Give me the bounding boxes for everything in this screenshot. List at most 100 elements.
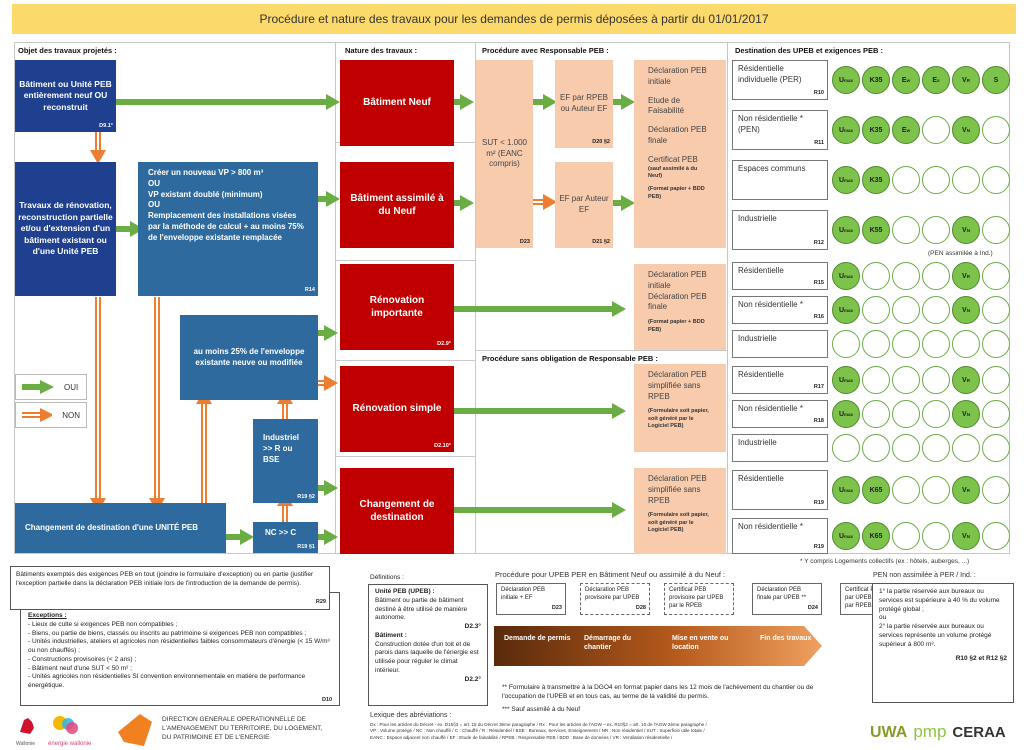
- nature-changement-destination: Changement de destination: [340, 468, 454, 554]
- dgo-text: DIRECTION GENERALE OPERATIONNELLE DE L'A…: [162, 716, 323, 741]
- section-destination-label: Destination des UPEB et exigences PEB :: [735, 46, 883, 55]
- arrow-non: [533, 194, 557, 210]
- arrow-non: [196, 390, 212, 503]
- per-step-text: Déclaration PEB finale par UPEB **: [757, 587, 807, 601]
- ref-label: D23: [551, 604, 562, 611]
- destination-label: Résidentielle: [738, 370, 784, 379]
- requirement-k55: K55: [862, 216, 890, 244]
- box-enveloppe-25: au moins 25% de l'enveloppe existante ne…: [180, 315, 318, 400]
- per-procedure-title: Procédure pour UPEB PER en Bâtiment Neuf…: [495, 570, 726, 579]
- doc-note: (sauf assimilé à du Neuf): [648, 165, 698, 179]
- requirement-empty: [982, 522, 1010, 550]
- requirement-empty: [892, 166, 920, 194]
- destination-label: Industrielle: [738, 214, 777, 223]
- divider: [727, 42, 728, 554]
- divider: [475, 350, 727, 351]
- per-step-text: Déclaration PEB provisoire par UPEB: [585, 587, 640, 601]
- requirement-empty: [982, 434, 1010, 462]
- nature-batiment-neuf: Bâtiment Neuf: [340, 60, 454, 146]
- arrow-oui: [318, 529, 338, 545]
- requirement-empty: [892, 366, 920, 394]
- arrow-non: [277, 492, 293, 523]
- ref-label: D10: [322, 697, 333, 703]
- ref-label: R11: [814, 139, 824, 146]
- pen-note: (PEN assimilée à Ind.): [928, 250, 993, 257]
- doc-item: Déclaration PEB initiale: [648, 66, 707, 86]
- doc-item: Déclaration PEB initiale: [648, 270, 707, 290]
- requirement-empty: [982, 296, 1010, 324]
- diagram-frame: [14, 42, 1010, 554]
- arrow-non: [277, 390, 293, 421]
- energie-wallonie-icon: [53, 716, 78, 734]
- requirement-empty: [982, 366, 1010, 394]
- requirement-empty: [892, 262, 920, 290]
- box-text: Bâtiment ou Unité PEB entièrement neuf O…: [19, 78, 112, 112]
- requirement-empty: [982, 476, 1010, 504]
- exceptions-title: Exceptions :: [28, 612, 67, 619]
- box-text: Travaux de rénovation, reconstruction pa…: [18, 200, 113, 257]
- nature-renovation-importante: Rénovation importante D2.9°: [340, 264, 454, 350]
- arrow-oui: [226, 529, 254, 545]
- exemptions-header-text: Bâtiments exemptés des exigences PEB en …: [16, 571, 314, 588]
- destination-label: Industrielle: [738, 438, 777, 447]
- destination-label-box: Non résidentielle * (PEN)R11: [732, 110, 828, 150]
- box-changement-destination-upeb: Changement de destination d'une UNITÉ PE…: [15, 503, 226, 553]
- uwa-logo: UWA: [870, 724, 908, 741]
- exception-text: Bâtiment neuf d'une SUT < 50 m² ;: [31, 664, 132, 672]
- exception-item: - Lieux de culte si exigences PEB non co…: [28, 620, 178, 628]
- requirement-empty: [862, 262, 890, 290]
- requirement-empty: [922, 400, 950, 428]
- divider: [335, 42, 336, 554]
- nature-label: Rénovation importante: [369, 294, 425, 320]
- requirement-k35: K35: [862, 66, 890, 94]
- footnote-star: * Y compris Logements collectifs (ex : h…: [800, 558, 970, 565]
- box-travaux-renovation: Travaux de rénovation, reconstruction pa…: [15, 162, 116, 296]
- page-title: Procédure et nature des travaux pour les…: [12, 4, 1016, 34]
- arrows-layer: [90, 94, 635, 545]
- arrow-oui: [454, 94, 474, 110]
- box-nc-c: NC >> C R19 §1: [253, 522, 318, 553]
- section-procedure-rpeb-label: Procédure avec Responsable PEB :: [482, 46, 609, 55]
- divider: [475, 42, 476, 554]
- exception-item: - Constructions provisoires (< 2 ans) ;: [28, 655, 137, 663]
- box-docs-reno: Déclaration PEB initiale Déclaration PEB…: [634, 264, 726, 350]
- requirement-k35: K35: [862, 116, 890, 144]
- ref-label: D28: [635, 604, 646, 611]
- requirement-empty: [922, 330, 950, 358]
- destination-label: Résidentielle: [738, 266, 784, 275]
- definitions-title: Définitions :: [370, 574, 404, 581]
- requirement-empty: [892, 476, 920, 504]
- arrow-oui: [533, 94, 557, 110]
- requirement-empty: [922, 522, 950, 550]
- exception-text: Lieux de culte si exigences PEB non comp…: [31, 620, 178, 628]
- ref-label: D2.9°: [437, 340, 451, 347]
- arrow-oui: [454, 301, 626, 317]
- def-text: Construction dotée d'un toit et de paroi…: [375, 640, 479, 674]
- section-nature-label: Nature des travaux :: [345, 46, 418, 55]
- ref-label: D24: [807, 604, 818, 611]
- box-industriel: Industriel >> R ou BSE R19 §2: [253, 419, 318, 503]
- destination-label-box: Industrielle: [732, 434, 828, 462]
- requirement-s: S: [982, 66, 1010, 94]
- exception-text: Unités agricoles non résidentielles SI c…: [28, 673, 306, 690]
- nature-label: Changement de destination: [359, 498, 435, 524]
- destination-label: Industrielle: [738, 334, 777, 343]
- arrow-oui: [318, 325, 338, 341]
- exception-item: - Bâtiment neuf d'une SUT < 50 m² ;: [28, 664, 132, 672]
- section-objet-label: Objet des travaux projetés :: [18, 46, 117, 55]
- ref-label: R10: [813, 89, 824, 96]
- arrow-non: [90, 132, 106, 164]
- arrow-oui: [454, 195, 474, 211]
- requirement-empty: [892, 296, 920, 324]
- pmp-logo: pmp: [913, 722, 947, 741]
